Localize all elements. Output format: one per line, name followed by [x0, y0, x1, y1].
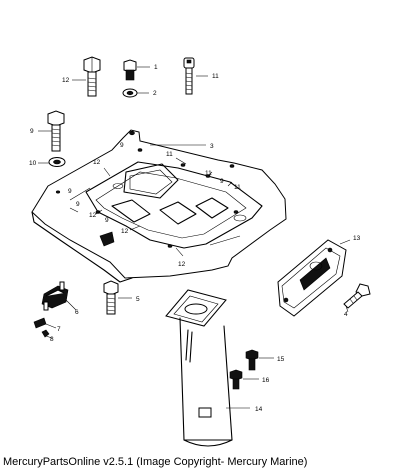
callout-7: 7 — [57, 326, 61, 333]
callout-9-bolt: 9 — [30, 128, 34, 135]
bolt-4[interactable] — [343, 283, 371, 309]
callout-5: 5 — [136, 296, 140, 303]
callout-9-plate-c: 9 — [76, 201, 80, 208]
callout-9-plate-d: 9 — [105, 217, 109, 224]
bolt-15[interactable] — [245, 349, 259, 371]
callout-4: 4 — [344, 311, 348, 318]
callout-11-plate-c: 11 — [234, 184, 241, 191]
callout-12-plate-c: 12 — [121, 228, 129, 235]
callout-2: 2 — [153, 90, 157, 97]
callout-1: 1 — [154, 64, 158, 71]
bolt-9[interactable] — [47, 110, 65, 152]
parts-diagram: 1 2 3 4 5 6 7 8 9 9 9 9 9 9 10 11 11 11 … — [29, 56, 371, 447]
callout-8: 8 — [50, 336, 54, 343]
bolt-12-top[interactable] — [83, 56, 101, 97]
screw-11-top[interactable] — [183, 57, 195, 95]
callout-9-plate-b: 9 — [68, 188, 72, 195]
callout-11-top: 11 — [212, 73, 219, 80]
copyright-caption: MercuryPartsOnline v2.5.1 (Image Copyrig… — [3, 456, 308, 468]
callout-3: 3 — [210, 143, 214, 150]
callout-labels: 1 2 3 4 5 6 7 8 9 9 9 9 9 9 10 11 11 11 … — [29, 64, 361, 413]
callout-12-plate-b: 12 — [89, 212, 97, 219]
bolt-1[interactable] — [123, 59, 137, 81]
callout-15: 15 — [277, 356, 285, 363]
nut-10[interactable] — [48, 157, 66, 167]
callout-9-plate-e: 9 — [220, 178, 224, 185]
callout-12-plate-a: 12 — [93, 159, 101, 166]
callout-12-top: 12 — [62, 77, 70, 84]
callout-11-plate-a: 11 — [166, 151, 173, 158]
rubber-mount-6[interactable] — [41, 281, 69, 311]
callout-6: 6 — [75, 309, 79, 316]
callout-16: 16 — [262, 377, 270, 384]
nut-8[interactable] — [41, 329, 50, 338]
bolt-16[interactable] — [229, 369, 243, 390]
washer-2[interactable] — [122, 88, 138, 98]
callout-9-plate-a: 9 — [120, 142, 124, 149]
callout-12-plate-d: 12 — [178, 261, 186, 268]
callout-10: 10 — [29, 160, 37, 167]
cover-plate-13[interactable] — [277, 239, 347, 317]
callout-11-plate-b: 11 — [205, 170, 212, 177]
bolt-5[interactable] — [103, 280, 119, 315]
callout-14: 14 — [255, 406, 263, 413]
mounting-plate-3[interactable] — [31, 129, 287, 283]
exhaust-tube-14[interactable] — [165, 289, 233, 447]
stud-7[interactable] — [33, 317, 47, 329]
callout-13: 13 — [353, 235, 361, 242]
